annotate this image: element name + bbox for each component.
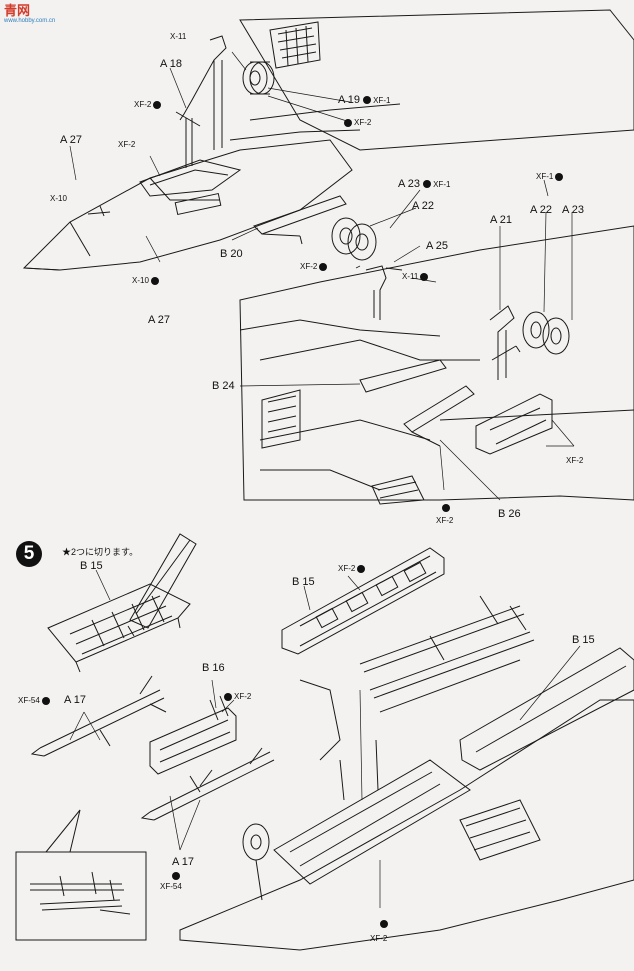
callout-xf54-b: XF-54 <box>160 872 182 891</box>
paint-dot-icon <box>423 180 432 189</box>
paint-dot-icon <box>172 872 180 880</box>
main-gear-strut-a21 <box>489 305 521 380</box>
fuselage-nose <box>22 139 353 271</box>
callout-b20: B 20 <box>220 248 243 260</box>
gear-well-block <box>475 393 553 455</box>
callout-x11: X-11 <box>170 32 187 41</box>
weapons-bay-b15-upper <box>281 547 445 655</box>
paint-dot-icon <box>420 272 429 281</box>
bay-door-b24 <box>359 359 447 393</box>
engine-bay-grille <box>261 389 425 505</box>
callout-a22-right: A 22 <box>530 204 553 216</box>
paint-dot-icon <box>153 100 162 109</box>
paint-dot-icon <box>380 920 388 928</box>
hobby-knife <box>127 533 197 637</box>
callout-a27-bottom: A 27 <box>148 314 171 326</box>
main-wheel-a22 <box>331 217 570 355</box>
callout-xf1-c: XF-1 <box>536 172 565 181</box>
missile-rack-upper <box>359 595 535 713</box>
pylon-b16 <box>149 695 237 775</box>
callout-x10-bottom: X-10 <box>132 276 161 285</box>
paint-dot-icon <box>319 262 328 271</box>
callout-b15-large: B 15 <box>572 634 595 646</box>
paint-dot-icon <box>363 96 372 105</box>
callout-xf2-g: XF-2 <box>338 564 367 573</box>
callout-a17-top: A 17 <box>64 694 87 706</box>
callout-b15-small: B 15 <box>80 560 103 572</box>
leader-lines-bottom <box>69 569 581 908</box>
bay-door-b20 <box>253 195 347 245</box>
missiles-a17 <box>30 675 275 821</box>
weapons-bay-b15-large <box>459 647 634 771</box>
callout-xf2-a: XF-2 <box>134 100 163 109</box>
nose-wheel-lower <box>242 823 270 901</box>
paint-dot-icon <box>41 696 50 705</box>
detail-inset-box <box>15 809 147 941</box>
callout-a21: A 21 <box>490 214 513 226</box>
callout-b26: B 26 <box>498 508 521 520</box>
callout-a19: A 19 XF-1 <box>338 94 391 106</box>
callout-a23-right: A 23 <box>562 204 585 216</box>
callout-xf54-a: XF-54 <box>18 696 52 705</box>
callout-a18: A 18 <box>160 58 183 70</box>
bay-door-b26 <box>403 385 475 447</box>
callout-b24: B 24 <box>212 380 235 392</box>
callout-a22-left: A 22 <box>412 200 435 212</box>
intake-vent-grille <box>269 21 321 69</box>
watermark-logo: 青网 www.hobby.com.cn <box>4 4 55 26</box>
cut-instruction-note: ★2つに切ります。 <box>62 547 139 557</box>
paint-dot-icon <box>442 504 450 512</box>
paint-dot-icon <box>555 172 564 181</box>
logo-text: 青网 <box>4 3 31 18</box>
callout-xf2-d: XF-2 <box>300 262 329 271</box>
callout-b15-upper: B 15 <box>292 576 315 588</box>
logo-subtext: www.hobby.com.cn <box>4 18 56 24</box>
callout-xf2-f: XF-2 <box>436 504 453 525</box>
cockpit-canopy-frame <box>139 159 242 197</box>
callout-xf2-e: XF-2 <box>566 456 584 465</box>
paint-dot-icon <box>150 276 159 285</box>
callout-xf2-h: XF-2 <box>224 692 251 701</box>
leader-lines-top <box>69 51 575 501</box>
fuselage-lower-step5 <box>179 679 634 951</box>
paint-dot-icon <box>357 564 366 573</box>
nose-wheel-a19 <box>242 61 275 95</box>
wing-upper-left <box>229 9 634 151</box>
paint-dot-icon <box>344 118 352 127</box>
callout-a23-left: A 23 XF-1 <box>398 178 451 190</box>
callout-a25: A 25 <box>426 240 449 252</box>
weapons-bay-b15-small <box>47 583 191 673</box>
step-number-badge: 5 <box>16 541 42 567</box>
main-fuselage-right <box>239 225 634 501</box>
callout-x11-b: X-11 <box>402 272 430 281</box>
callout-xf2-b: XF-2 <box>344 118 371 127</box>
callout-a27-top: A 27 <box>60 134 83 146</box>
main-gear-strut-a25 <box>365 265 403 320</box>
paint-dot-icon <box>224 692 232 701</box>
callout-xf2-i: XF-2 <box>370 920 388 943</box>
nose-gear-strut-a18 <box>175 35 227 168</box>
callout-a17-bottom: A 17 <box>172 856 195 868</box>
callout-b16: B 16 <box>202 662 225 674</box>
callout-xf2-c: XF-2 <box>118 140 136 149</box>
callout-x10-top: X-10 <box>50 194 67 203</box>
